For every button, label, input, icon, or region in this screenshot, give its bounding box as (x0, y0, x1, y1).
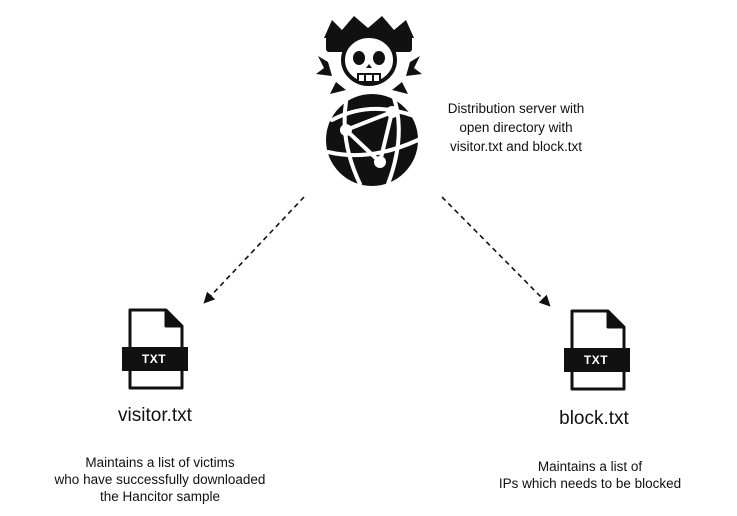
arrow-to-block (441, 196, 551, 307)
pirate-skull-globe-icon (316, 16, 422, 186)
txt-badge: TXT (583, 353, 609, 367)
description-line: the Hancitor sample (99, 489, 221, 504)
txt-badge: TXT (141, 352, 167, 366)
block-file-description: Maintains a list of IPs which needs to b… (470, 458, 710, 492)
description-line: Maintains a list of (537, 459, 643, 474)
description-line: who have successfully downloaded (54, 472, 266, 487)
server-label-line: Distribution server with (447, 101, 585, 116)
description-line: IPs which needs to be blocked (498, 476, 682, 491)
server-label-line: visitor.txt and block.txt (449, 139, 583, 154)
description-line: Maintains a list of victims (85, 455, 235, 470)
block-file-icon: TXT (562, 308, 630, 392)
server-label-line: open directory with (459, 120, 573, 135)
visitor-file-description: Maintains a list of victims who have suc… (40, 454, 280, 505)
visitor-file-icon: TXT (120, 307, 188, 391)
arrow-to-visitor (203, 196, 305, 304)
visitor-file-name: visitor.txt (118, 405, 192, 426)
server-label: Distribution server with open directory … (418, 99, 614, 156)
block-file-name: block.txt (559, 408, 629, 429)
